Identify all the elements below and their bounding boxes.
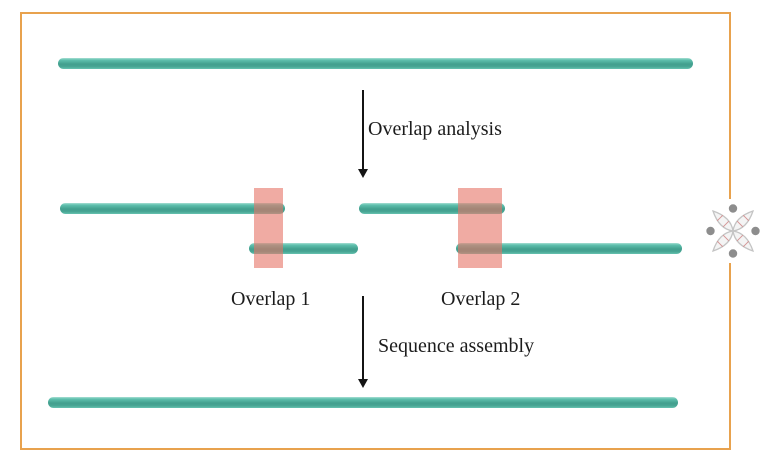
read-4-bar: [456, 243, 682, 254]
figure-border: [20, 12, 731, 450]
overlap-1-label: Overlap 1: [231, 288, 311, 310]
sequence-assembly-arrowhead: [358, 379, 368, 388]
read-2-bar: [249, 243, 358, 254]
overlap-analysis-arrow: [362, 90, 364, 170]
overlap-analysis-label: Overlap analysis: [368, 118, 502, 140]
read-1-bar: [60, 203, 285, 214]
overlap-analysis-arrowhead: [358, 169, 368, 178]
sequence-assembly-label: Sequence assembly: [378, 335, 535, 357]
overlap-1-highlight: [254, 188, 283, 268]
assembled-sequence-bar: [48, 397, 678, 408]
dna-molecule-icon: [701, 199, 765, 263]
source-sequence-bar: [58, 58, 693, 69]
overlap-2-highlight: [458, 188, 502, 268]
overlap-2-label: Overlap 2: [441, 288, 521, 310]
read-3-bar: [359, 203, 505, 214]
sequence-assembly-arrow: [362, 296, 364, 380]
